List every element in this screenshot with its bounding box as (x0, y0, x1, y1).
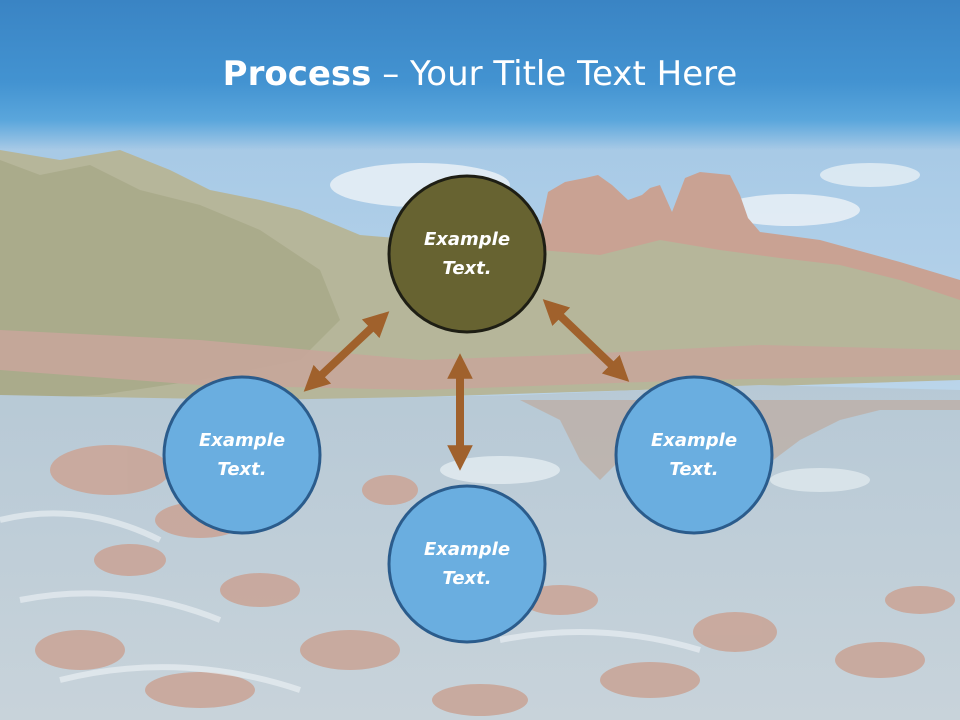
title-rest-part: Your Title Text Here (410, 54, 738, 94)
node-top-line2: Text. (442, 258, 492, 279)
node-bottom-circle[interactable] (387, 484, 547, 644)
node-top-circle[interactable] (387, 174, 547, 334)
node-left-label: Example Text. (177, 426, 307, 484)
node-left-line2: Text. (217, 459, 267, 480)
node-right-line2: Text. (669, 459, 719, 480)
arrow-top-right (542, 299, 630, 382)
node-left-circle[interactable] (162, 375, 322, 535)
slide-title: Process – Your Title Text Here (0, 52, 960, 96)
title-separator: – (371, 54, 411, 94)
node-bottom-line1: Example (423, 539, 511, 560)
node-left-line1: Example (198, 430, 286, 451)
node-bottom-line2: Text. (442, 568, 492, 589)
arrow-top-left (303, 311, 390, 392)
node-bottom-label: Example Text. (402, 535, 532, 593)
title-bold-part: Process (222, 54, 372, 94)
title-bar (0, 0, 960, 150)
node-right-label: Example Text. (629, 426, 759, 484)
node-top-label: Example Text. (402, 225, 532, 283)
node-right-line1: Example (650, 430, 738, 451)
node-right-circle[interactable] (614, 375, 774, 535)
node-top-line1: Example (423, 229, 511, 250)
